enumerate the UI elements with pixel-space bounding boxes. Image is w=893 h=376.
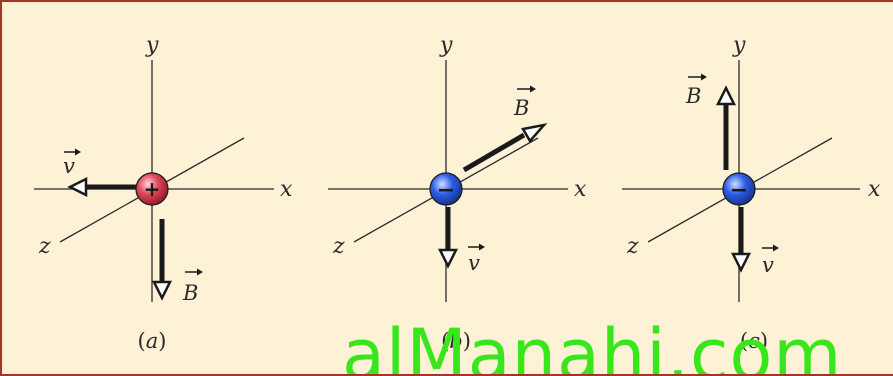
caption-c: (c) bbox=[740, 329, 768, 353]
svg-text:B: B bbox=[182, 281, 198, 305]
velocity-arrow bbox=[437, 207, 459, 269]
svg-text:v: v bbox=[762, 253, 774, 277]
x-axis-label: x bbox=[574, 177, 587, 202]
svg-text:B: B bbox=[513, 96, 529, 120]
magnetic-field-arrow bbox=[151, 219, 173, 301]
velocity-label: v bbox=[762, 244, 779, 277]
magnetic-field-label: B bbox=[685, 73, 707, 108]
charge-sign: − bbox=[437, 178, 455, 203]
velocity-arrow bbox=[730, 207, 752, 273]
caption-b: (b) bbox=[441, 329, 471, 353]
velocity-label: v bbox=[63, 148, 81, 178]
panel-c: x y z B v − (c) bbox=[622, 33, 881, 353]
x-axis-label: x bbox=[868, 177, 881, 202]
velocity-label: v bbox=[468, 243, 485, 275]
y-axis-label: y bbox=[145, 33, 159, 58]
caption-a: (a) bbox=[138, 329, 167, 353]
negative-charge: − bbox=[722, 172, 756, 206]
z-axis-label: z bbox=[332, 234, 345, 259]
charge-sign: − bbox=[730, 178, 748, 203]
y-axis-label: y bbox=[439, 33, 453, 58]
y-axis-label: y bbox=[732, 33, 746, 58]
magnetic-field-arrow bbox=[462, 123, 548, 173]
svg-text:v: v bbox=[63, 154, 75, 178]
magnetic-field-label: B bbox=[513, 85, 536, 120]
x-axis-label: x bbox=[280, 177, 293, 202]
magnetic-field-label: B bbox=[182, 268, 203, 305]
panel-a: x y z v B + (a) bbox=[34, 33, 293, 353]
negative-charge: − bbox=[429, 172, 463, 206]
watermark-text: alManahj.com bbox=[342, 314, 843, 376]
velocity-arrow bbox=[67, 176, 138, 198]
z-axis-label: z bbox=[626, 234, 639, 259]
panel-b: x y z B v − (b) bbox=[328, 33, 587, 353]
svg-text:B: B bbox=[685, 84, 701, 108]
magnetic-field-arrow bbox=[715, 85, 737, 170]
z-axis-label: z bbox=[38, 234, 51, 259]
positive-charge: + bbox=[135, 172, 169, 206]
charge-sign: + bbox=[144, 177, 161, 201]
svg-text:v: v bbox=[468, 251, 480, 275]
